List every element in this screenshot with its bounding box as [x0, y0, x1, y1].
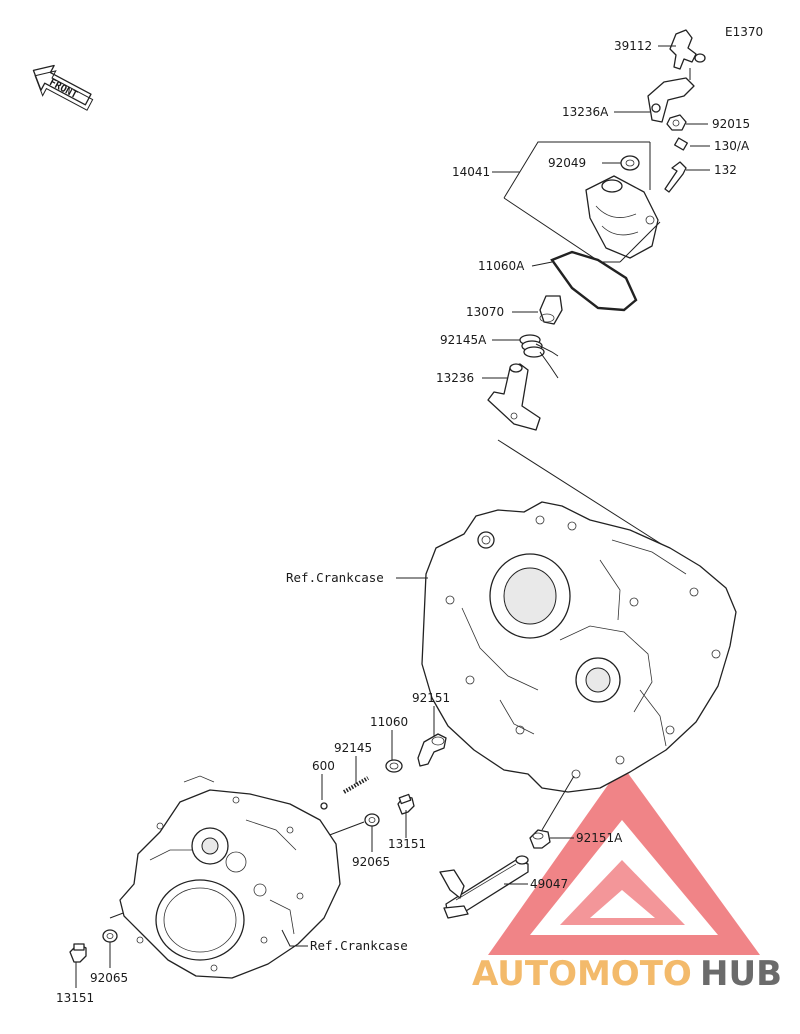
front-arrow: FRONT [32, 64, 94, 111]
label-13236: 13236 [436, 371, 474, 385]
diagram-code: E1370 [725, 25, 763, 39]
part-92049-seal [620, 155, 640, 171]
label-92049: 92049 [548, 156, 586, 170]
part-11060A-gasket [550, 250, 638, 312]
part-92065-washer-middle [364, 813, 380, 827]
leader-11060A [531, 261, 553, 267]
label-ref-crankcase-1: Ref.Crankcase [286, 570, 384, 585]
part-14041-cover [585, 175, 659, 259]
part-13236A-lever [647, 77, 695, 123]
watermark-text-hub: HUB [700, 954, 782, 994]
automotohub-watermark: AUTOMOTO HUB [472, 765, 782, 994]
part-130A-bolt [674, 137, 688, 151]
part-600-ball [320, 802, 328, 810]
label-92015: 92015 [712, 117, 750, 131]
part-11060-washer [385, 759, 403, 773]
part-92145A-spring [519, 334, 559, 379]
part-92015-nut [666, 114, 687, 131]
guide-92151A [541, 775, 575, 831]
label-ref-crankcase-2: Ref.Crankcase [310, 938, 408, 953]
watermark-text-automoto: AUTOMOTO [472, 954, 692, 994]
part-13236-shaft [487, 363, 541, 431]
label-39112: 39112 [614, 39, 652, 53]
label-92065-middle: 92065 [352, 855, 390, 869]
part-92151A-plug [529, 829, 551, 849]
part-92065-washer-lower [102, 929, 118, 943]
label-49047: 49047 [530, 877, 568, 891]
label-11060A: 11060A [478, 259, 525, 273]
crankcase-upper [421, 501, 737, 793]
label-130A: 130/A [714, 139, 750, 153]
label-92065-lower: 92065 [90, 971, 128, 985]
part-13151-bolt-lower [69, 943, 87, 963]
label-13151-lower: 13151 [56, 991, 94, 1005]
label-132: 132 [714, 163, 737, 177]
leader-ref-crankcase-2 [281, 929, 308, 947]
part-39112-fitting [669, 29, 706, 80]
part-132-bolt [664, 161, 687, 193]
part-92151-plug [417, 733, 447, 767]
label-92145A: 92145A [440, 333, 487, 347]
label-13070: 13070 [466, 305, 504, 319]
label-92151: 92151 [412, 691, 450, 705]
label-11060: 11060 [370, 715, 408, 729]
label-92145: 92145 [334, 741, 372, 755]
label-13151-middle: 13151 [388, 837, 426, 851]
label-600: 600 [312, 759, 335, 773]
part-13070-bushing [539, 295, 563, 325]
label-92151A: 92151A [576, 831, 623, 845]
label-13236A: 13236A [562, 105, 609, 119]
crankcase-lower [119, 775, 341, 979]
part-49047-shaft [439, 855, 529, 919]
label-14041: 14041 [452, 165, 490, 179]
part-13151-bolt-middle [397, 793, 415, 815]
